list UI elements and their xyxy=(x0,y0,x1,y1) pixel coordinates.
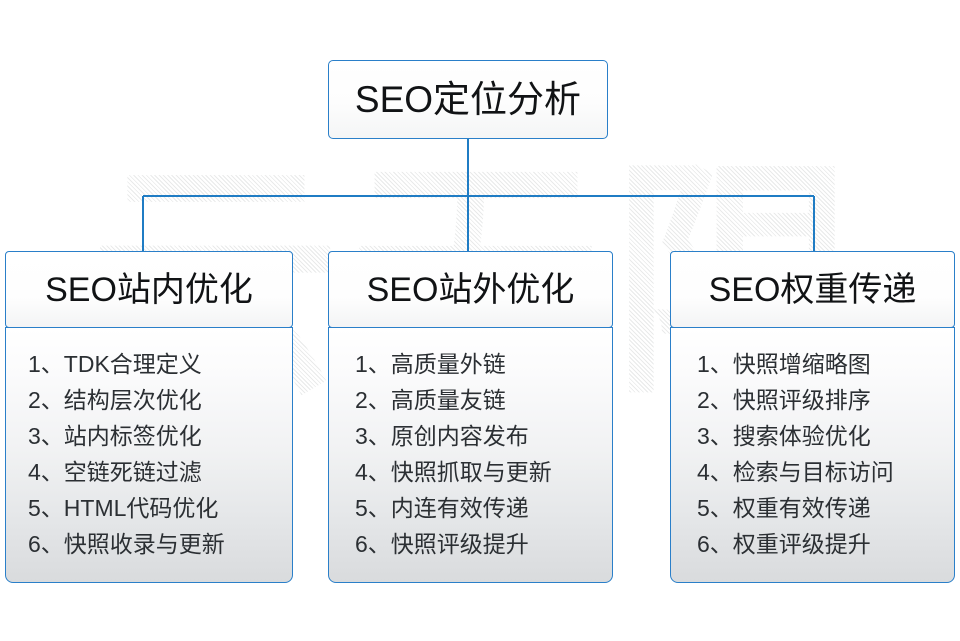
list-item: 6、快照评级提升 xyxy=(355,531,529,557)
column-title-2: SEO站外优化 xyxy=(366,270,575,309)
list-item: 5、内连有效传递 xyxy=(355,495,529,521)
list-item: 6、权重评级提升 xyxy=(697,531,871,557)
list-item: 5、HTML代码优化 xyxy=(28,495,219,521)
list-item: 2、结构层次优化 xyxy=(28,387,202,413)
list-item: 1、高质量外链 xyxy=(355,351,506,377)
column-list-2: 1、高质量外链 2、高质量友链 3、原创内容发布 4、快照抓取与更新 5、内连有… xyxy=(329,346,612,562)
column-seo-onsite: SEO站内优化 1、TDK合理定义 2、结构层次优化 3、站内标签优化 4、空链… xyxy=(5,251,293,583)
list-item: 2、高质量友链 xyxy=(355,387,506,413)
list-item: 6、快照收录与更新 xyxy=(28,531,225,557)
column-header-3[interactable]: SEO权重传递 xyxy=(670,251,955,328)
column-title-3: SEO权重传递 xyxy=(708,270,917,309)
list-item: 3、原创内容发布 xyxy=(355,423,529,449)
column-seo-weight-transfer: SEO权重传递 1、快照增缩略图 2、快照评级排序 3、搜索体验优化 4、检索与… xyxy=(670,251,955,583)
list-item: 1、快照增缩略图 xyxy=(697,351,871,377)
list-item: 4、空链死链过滤 xyxy=(28,459,202,485)
list-item: 4、快照抓取与更新 xyxy=(355,459,552,485)
column-body-2: 1、高质量外链 2、高质量友链 3、原创内容发布 4、快照抓取与更新 5、内连有… xyxy=(328,327,613,583)
list-item: 3、站内标签优化 xyxy=(28,423,202,449)
page-title: SEO定位分析 xyxy=(354,79,582,120)
list-item: 4、检索与目标访问 xyxy=(697,459,894,485)
list-item: 1、TDK合理定义 xyxy=(28,351,202,377)
list-item: 5、权重有效传递 xyxy=(697,495,871,521)
column-header-1[interactable]: SEO站内优化 xyxy=(5,251,293,328)
list-item: 2、快照评级排序 xyxy=(697,387,871,413)
column-body-3: 1、快照增缩略图 2、快照评级排序 3、搜索体验优化 4、检索与目标访问 5、权… xyxy=(670,327,955,583)
column-body-1: 1、TDK合理定义 2、结构层次优化 3、站内标签优化 4、空链死链过滤 5、H… xyxy=(5,327,293,583)
list-item: 3、搜索体验优化 xyxy=(697,423,871,449)
column-header-2[interactable]: SEO站外优化 xyxy=(328,251,613,328)
root-node[interactable]: SEO定位分析 xyxy=(328,60,608,139)
column-list-1: 1、TDK合理定义 2、结构层次优化 3、站内标签优化 4、空链死链过滤 5、H… xyxy=(6,346,292,562)
column-list-3: 1、快照增缩略图 2、快照评级排序 3、搜索体验优化 4、检索与目标访问 5、权… xyxy=(671,346,954,562)
column-seo-offsite: SEO站外优化 1、高质量外链 2、高质量友链 3、原创内容发布 4、快照抓取与… xyxy=(328,251,613,583)
column-title-1: SEO站内优化 xyxy=(45,270,253,309)
